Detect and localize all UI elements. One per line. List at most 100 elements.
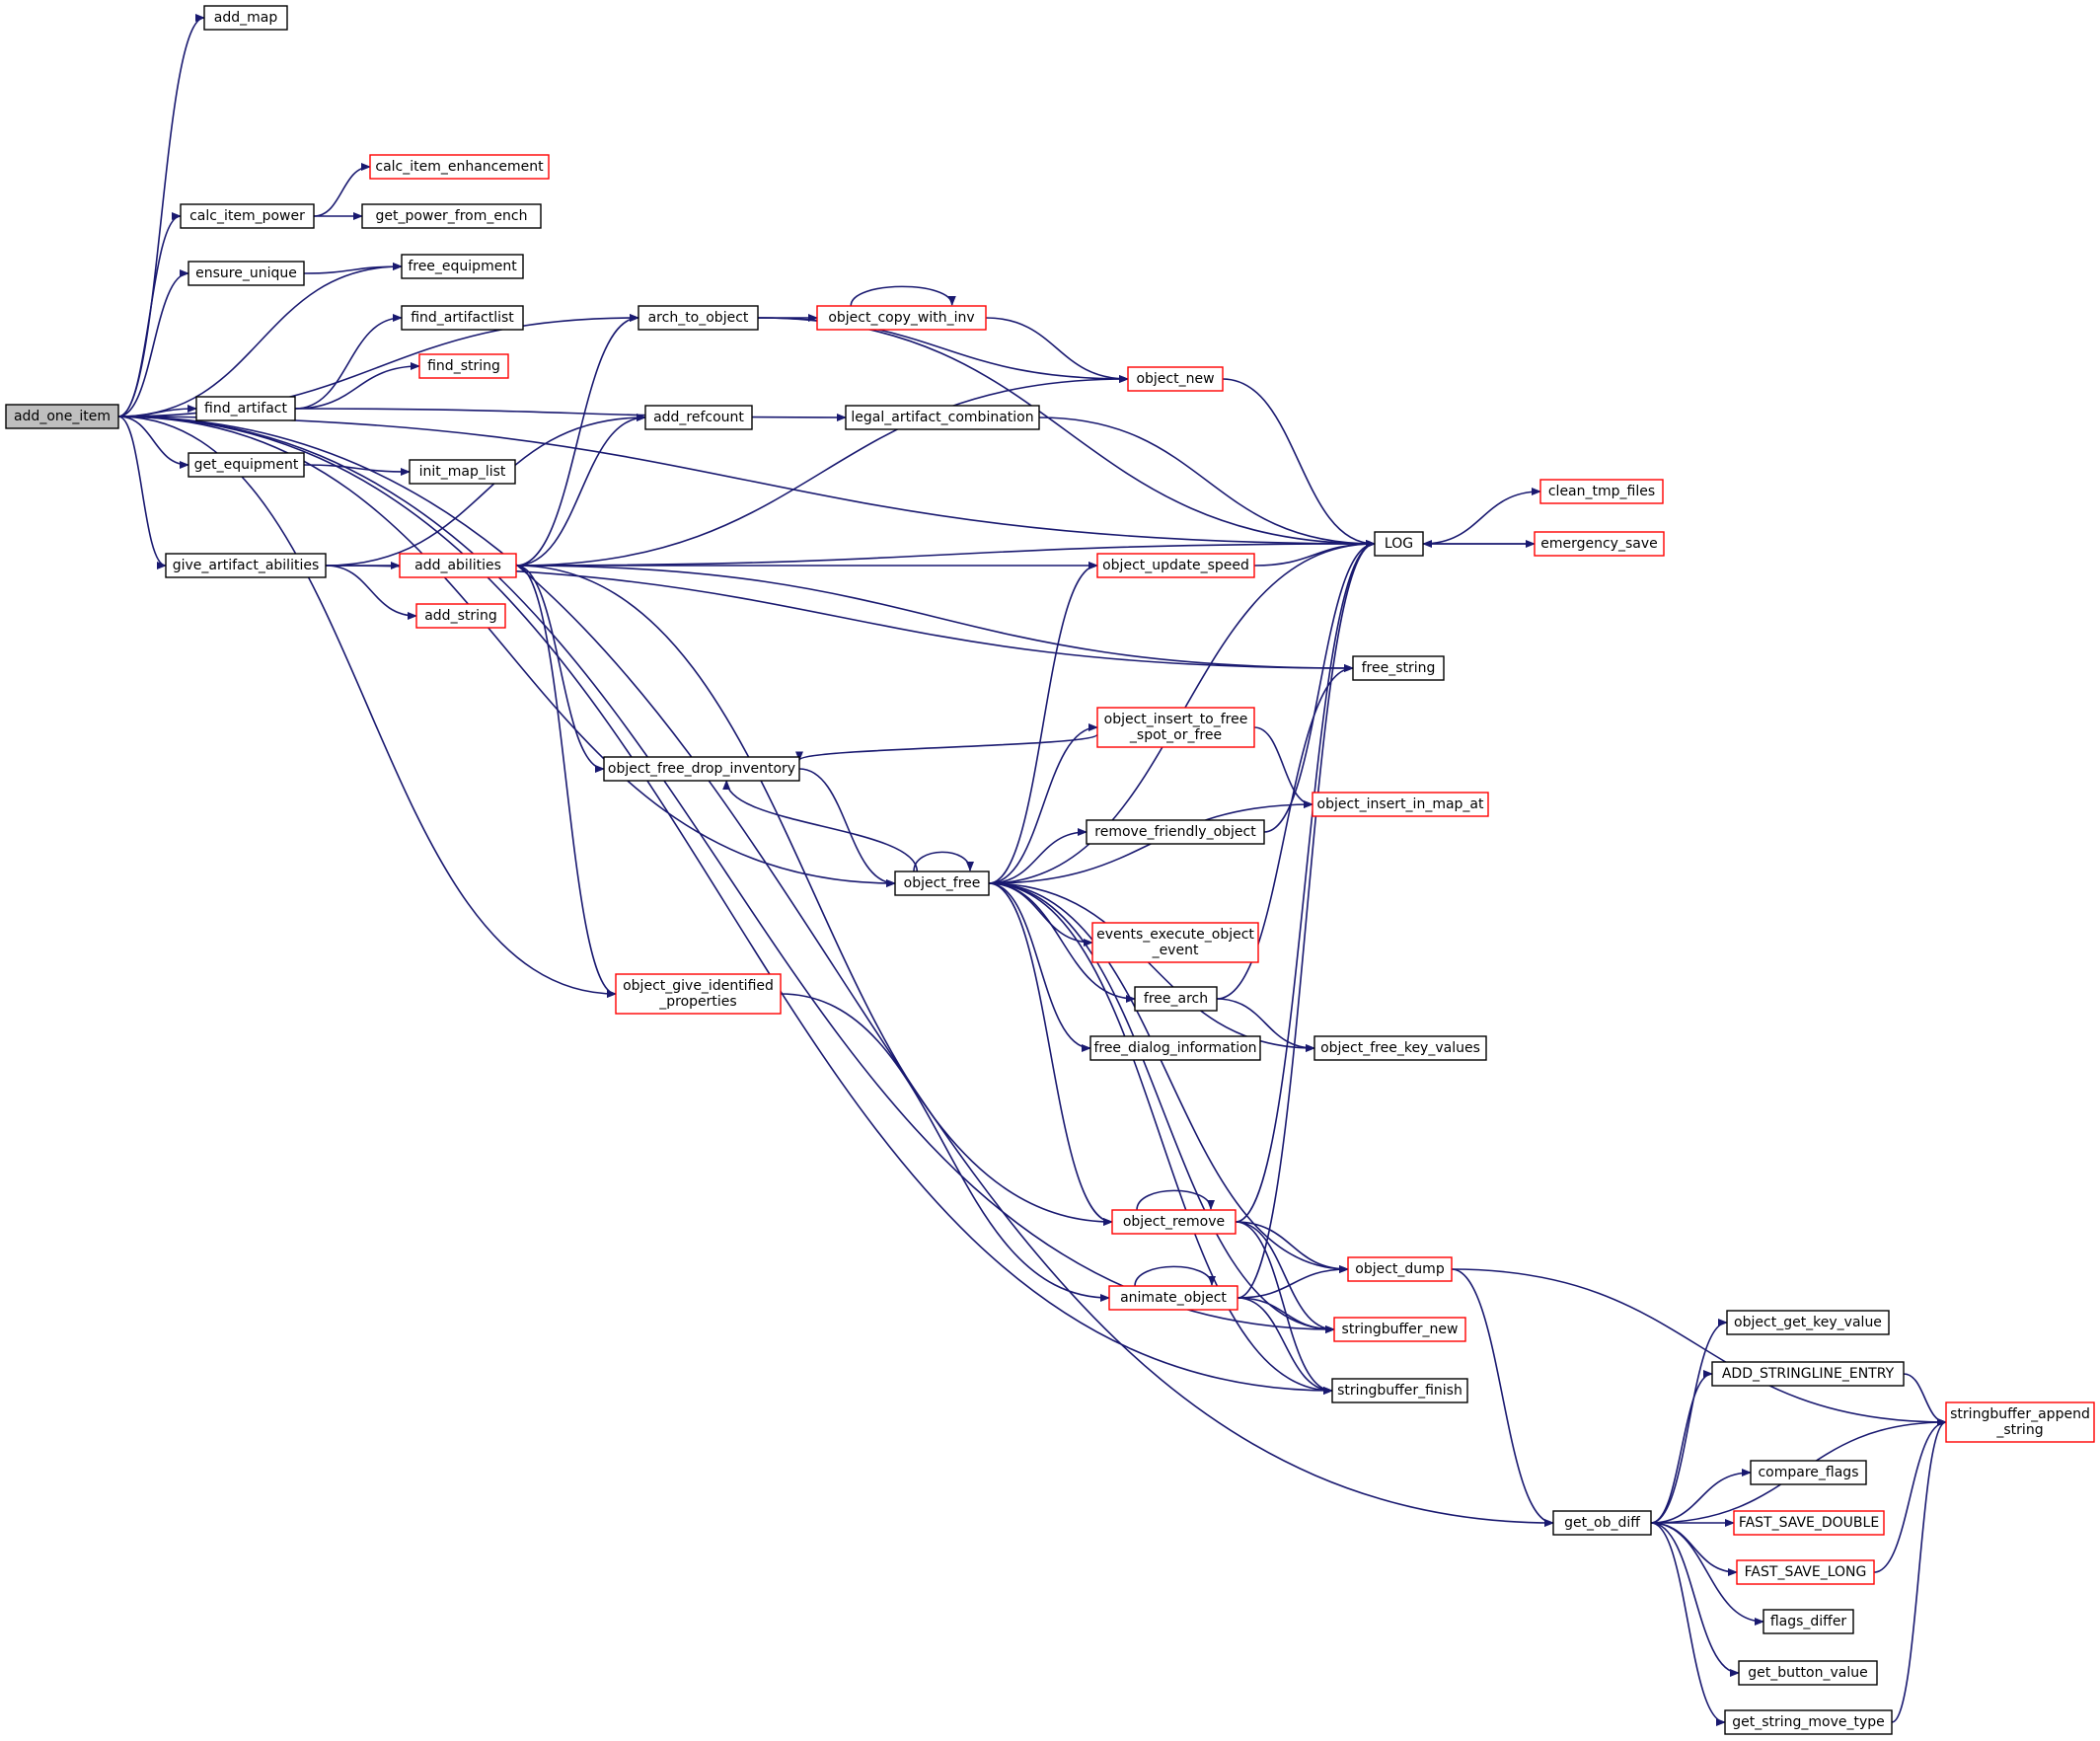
node-LOG[interactable]: LOG	[1374, 531, 1424, 557]
node-compare_flags[interactable]: compare_flags	[1750, 1460, 1867, 1485]
edge-find_artifact-to-find_artifactlist	[294, 314, 403, 410]
node-find_artifact[interactable]: find_artifact	[195, 396, 296, 421]
node-get_ob_diff[interactable]: get_ob_diff	[1552, 1510, 1652, 1536]
node-stringbuffer_new[interactable]: stringbuffer_new	[1333, 1317, 1466, 1342]
edge-object_dump-to-stringbuffer_append_string	[1451, 1268, 1947, 1426]
node-label: remove_friendly_object	[1094, 824, 1256, 840]
node-box	[399, 553, 517, 578]
node-label: clean_tmp_files	[1548, 484, 1655, 499]
node-label: object_insert_in_map_at	[1317, 796, 1485, 812]
node-object_give_identified_properties[interactable]: object_give_identified_properties	[615, 973, 782, 1015]
node-stringbuffer_append_string[interactable]: stringbuffer_append_string	[1945, 1401, 2095, 1443]
node-object_remove[interactable]: object_remove	[1111, 1209, 1237, 1235]
node-label: stringbuffer_new	[1342, 1322, 1459, 1337]
node-box	[1312, 792, 1489, 817]
node-add_one_item[interactable]: add_one_item	[5, 404, 119, 429]
node-box	[615, 973, 782, 1015]
node-label: _spot_or_free	[1129, 727, 1222, 743]
node-label: calc_item_power	[189, 208, 305, 224]
node-free_arch[interactable]: free_arch	[1134, 986, 1218, 1012]
node-box	[1347, 1256, 1453, 1282]
node-ensure_unique[interactable]: ensure_unique	[188, 261, 305, 286]
node-label: object_remove	[1123, 1214, 1225, 1230]
node-label: events_execute_object	[1096, 927, 1254, 943]
node-object_insert_in_map_at[interactable]: object_insert_in_map_at	[1312, 792, 1489, 817]
node-object_copy_with_inv[interactable]: object_copy_with_inv	[816, 305, 987, 331]
node-free_string[interactable]: free_string	[1352, 655, 1445, 681]
edge-calc_item_power-to-calc_item_enhancement	[313, 163, 371, 217]
node-get_equipment[interactable]: get_equipment	[188, 452, 305, 478]
node-ADD_STRINGLINE_ENTRY[interactable]: ADD_STRINGLINE_ENTRY	[1711, 1361, 1905, 1387]
node-object_update_speed[interactable]: object_update_speed	[1096, 553, 1255, 578]
node-get_power_from_ench[interactable]: get_power_from_ench	[361, 203, 542, 229]
node-box	[203, 5, 288, 31]
node-label: _string	[1995, 1422, 2043, 1438]
node-label: stringbuffer_append	[1950, 1406, 2090, 1422]
edge-object_copy_with_inv-to-object_copy_with_inv	[850, 285, 956, 307]
node-box	[188, 261, 305, 286]
node-label: free_string	[1362, 660, 1436, 676]
node-object_dump[interactable]: object_dump	[1347, 1256, 1453, 1282]
edge-object_insert_to_free_spot_or_free-to-object_insert_in_map_at	[1253, 726, 1313, 808]
node-animate_object[interactable]: animate_object	[1108, 1285, 1238, 1311]
edge-FAST_SAVE_LONG-to-stringbuffer_append_string	[1873, 1418, 1947, 1573]
node-add_refcount[interactable]: add_refcount	[644, 405, 753, 430]
edge-get_ob_diff-to-FAST_SAVE_LONG	[1650, 1522, 1738, 1576]
node-add_string[interactable]: add_string	[415, 603, 506, 629]
node-label: add_refcount	[653, 410, 744, 425]
node-emergency_save[interactable]: emergency_save	[1534, 531, 1665, 557]
node-arch_to_object[interactable]: arch_to_object	[638, 305, 759, 331]
node-get_button_value[interactable]: get_button_value	[1738, 1660, 1878, 1686]
node-label: object_copy_with_inv	[828, 310, 974, 326]
node-get_string_move_type[interactable]: get_string_move_type	[1724, 1709, 1893, 1735]
node-free_dialog_information[interactable]: free_dialog_information	[1089, 1035, 1261, 1061]
node-object_free[interactable]: object_free	[894, 870, 990, 896]
node-box	[1331, 1378, 1468, 1403]
edge-object_remove-to-object_dump	[1235, 1221, 1349, 1273]
node-legal_artifact_combination[interactable]: legal_artifact_combination	[845, 405, 1040, 430]
node-object_free_key_values[interactable]: object_free_key_values	[1313, 1035, 1487, 1061]
node-box	[5, 404, 119, 429]
edge-object_free-to-object_insert_to_free_spot_or_free	[988, 723, 1098, 884]
node-box	[195, 396, 296, 421]
node-label: compare_flags	[1758, 1465, 1858, 1480]
edge-object_give_identified_properties-to-animate_object	[780, 993, 1110, 1302]
edge-object_remove-to-object_remove	[1136, 1189, 1215, 1211]
node-box	[1111, 1209, 1237, 1235]
node-find_artifactlist[interactable]: find_artifactlist	[401, 305, 524, 331]
node-remove_friendly_object[interactable]: remove_friendly_object	[1086, 819, 1265, 845]
node-flags_differ[interactable]: flags_differ	[1762, 1609, 1854, 1634]
node-object_free_drop_inventory[interactable]: object_free_drop_inventory	[603, 756, 800, 782]
node-events_execute_object_event[interactable]: events_execute_object_event	[1091, 922, 1259, 963]
node-label: FAST_SAVE_DOUBLE	[1739, 1515, 1879, 1531]
node-add_map[interactable]: add_map	[203, 5, 288, 31]
node-object_get_key_value[interactable]: object_get_key_value	[1726, 1310, 1890, 1335]
edge-object_remove-to-stringbuffer_new	[1235, 1221, 1335, 1333]
edge-object_dump-to-get_ob_diff	[1451, 1268, 1554, 1527]
node-box	[1750, 1460, 1867, 1485]
node-label: free_arch	[1144, 991, 1208, 1007]
node-box	[1736, 1559, 1875, 1585]
node-box	[369, 154, 550, 180]
node-object_insert_to_free_spot_or_free[interactable]: object_insert_to_free_spot_or_free	[1096, 707, 1255, 748]
edge-object_copy_with_inv-to-object_new	[985, 317, 1129, 383]
node-calc_item_enhancement[interactable]: calc_item_enhancement	[369, 154, 550, 180]
node-stringbuffer_finish[interactable]: stringbuffer_finish	[1331, 1378, 1468, 1403]
node-label: add_map	[214, 10, 278, 26]
node-free_equipment[interactable]: free_equipment	[401, 254, 524, 279]
node-init_map_list[interactable]: init_map_list	[409, 459, 516, 485]
node-label: object_dump	[1355, 1261, 1445, 1277]
node-object_new[interactable]: object_new	[1127, 366, 1224, 392]
node-box	[603, 756, 800, 782]
node-find_string[interactable]: find_string	[418, 353, 509, 379]
node-label: calc_item_enhancement	[375, 159, 544, 175]
node-FAST_SAVE_DOUBLE[interactable]: FAST_SAVE_DOUBLE	[1733, 1510, 1885, 1536]
node-calc_item_power[interactable]: calc_item_power	[180, 203, 315, 229]
node-FAST_SAVE_LONG[interactable]: FAST_SAVE_LONG	[1736, 1559, 1875, 1585]
node-give_artifact_abilities[interactable]: give_artifact_abilities	[165, 553, 327, 578]
node-add_abilities[interactable]: add_abilities	[399, 553, 517, 578]
node-label: add_abilities	[414, 558, 501, 573]
node-label: find_artifactlist	[411, 310, 514, 326]
node-clean_tmp_files[interactable]: clean_tmp_files	[1539, 479, 1664, 504]
node-box	[1127, 366, 1224, 392]
